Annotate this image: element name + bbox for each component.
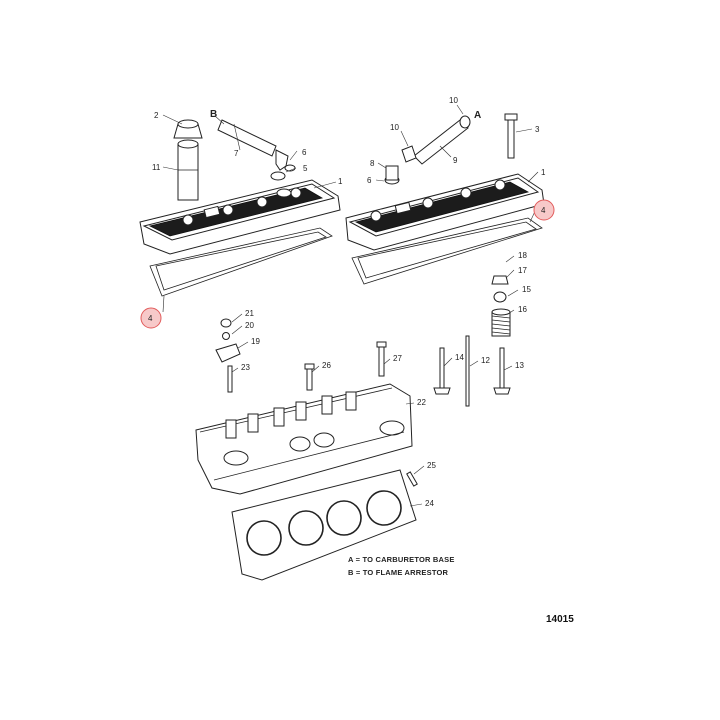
callout-1-right: 1 [541, 168, 546, 177]
callout-14: 14 [455, 353, 464, 362]
cylinder-head[interactable] [195, 383, 413, 495]
valve-cover-bolt[interactable] [504, 113, 518, 159]
callout-4-right: 4 [541, 206, 546, 215]
callout-10-mid: 10 [390, 123, 399, 132]
right-valve-cover[interactable] [345, 173, 545, 251]
right-valve-cover-gasket[interactable] [351, 217, 543, 285]
marker-a: A [474, 110, 481, 121]
legend: A = TO CARBURETOR BASE B = TO FLAME ARRE… [348, 555, 455, 577]
oil-fill-cap[interactable] [173, 119, 203, 201]
head-gasket[interactable] [231, 469, 417, 581]
callout-2: 2 [154, 111, 159, 120]
callout-26: 26 [322, 361, 331, 370]
left-valve-cover[interactable] [139, 179, 341, 255]
leader-lines [162, 104, 539, 507]
breather-tube[interactable] [384, 115, 471, 185]
callout-27: 27 [393, 354, 402, 363]
figure-code: 14015 [546, 614, 574, 625]
legend-line-b: B = TO FLAME ARRESTOR [348, 568, 448, 577]
callout-17: 17 [518, 266, 527, 275]
callout-numbers: 1 1 2 3 5 6 6 7 8 9 10 10 11 12 13 14 15… [152, 96, 546, 508]
callout-1-left: 1 [338, 177, 343, 186]
rocker-stud[interactable] [227, 365, 233, 393]
callout-12: 12 [481, 356, 490, 365]
callout-6-right: 6 [367, 176, 372, 185]
callout-18: 18 [518, 251, 527, 260]
callout-4-left: 4 [148, 314, 153, 323]
callout-4-right-badge[interactable]: 4 [533, 199, 555, 221]
callout-9: 9 [453, 156, 458, 165]
rocker-ball[interactable] [493, 291, 507, 303]
callout-4-left-badge[interactable]: 4 [140, 307, 162, 329]
pcv-hose[interactable] [217, 119, 296, 181]
callout-21: 21 [245, 309, 254, 318]
callout-8: 8 [370, 159, 375, 168]
valve-exhaust[interactable] [493, 347, 511, 395]
head-bolt-short[interactable] [304, 363, 315, 391]
valve-spring[interactable] [491, 308, 511, 337]
legend-line-a: A = TO CARBURETOR BASE [348, 555, 455, 564]
head-bolt-long[interactable] [376, 341, 387, 377]
callout-10-top: 10 [449, 96, 458, 105]
callout-11: 11 [152, 163, 161, 172]
callout-6-left: 6 [302, 148, 307, 157]
callout-19: 19 [251, 337, 260, 346]
pushrod[interactable] [465, 335, 470, 407]
left-valve-cover-gasket[interactable] [149, 227, 333, 297]
callout-15: 15 [522, 285, 531, 294]
callout-3: 3 [535, 125, 540, 134]
rocker-arm[interactable] [215, 318, 241, 363]
callout-22: 22 [417, 398, 426, 407]
callout-24: 24 [425, 499, 434, 508]
callout-7: 7 [234, 149, 239, 158]
rocker-arm-nut[interactable] [491, 275, 509, 285]
callout-23: 23 [241, 363, 250, 372]
marker-b: B [210, 109, 217, 120]
callout-16: 16 [518, 305, 527, 314]
valve-intake[interactable] [433, 347, 451, 395]
head-stud[interactable] [406, 471, 418, 487]
callout-5: 5 [303, 164, 308, 173]
callout-20: 20 [245, 321, 254, 330]
callout-25: 25 [427, 461, 436, 470]
callout-13: 13 [515, 361, 524, 370]
